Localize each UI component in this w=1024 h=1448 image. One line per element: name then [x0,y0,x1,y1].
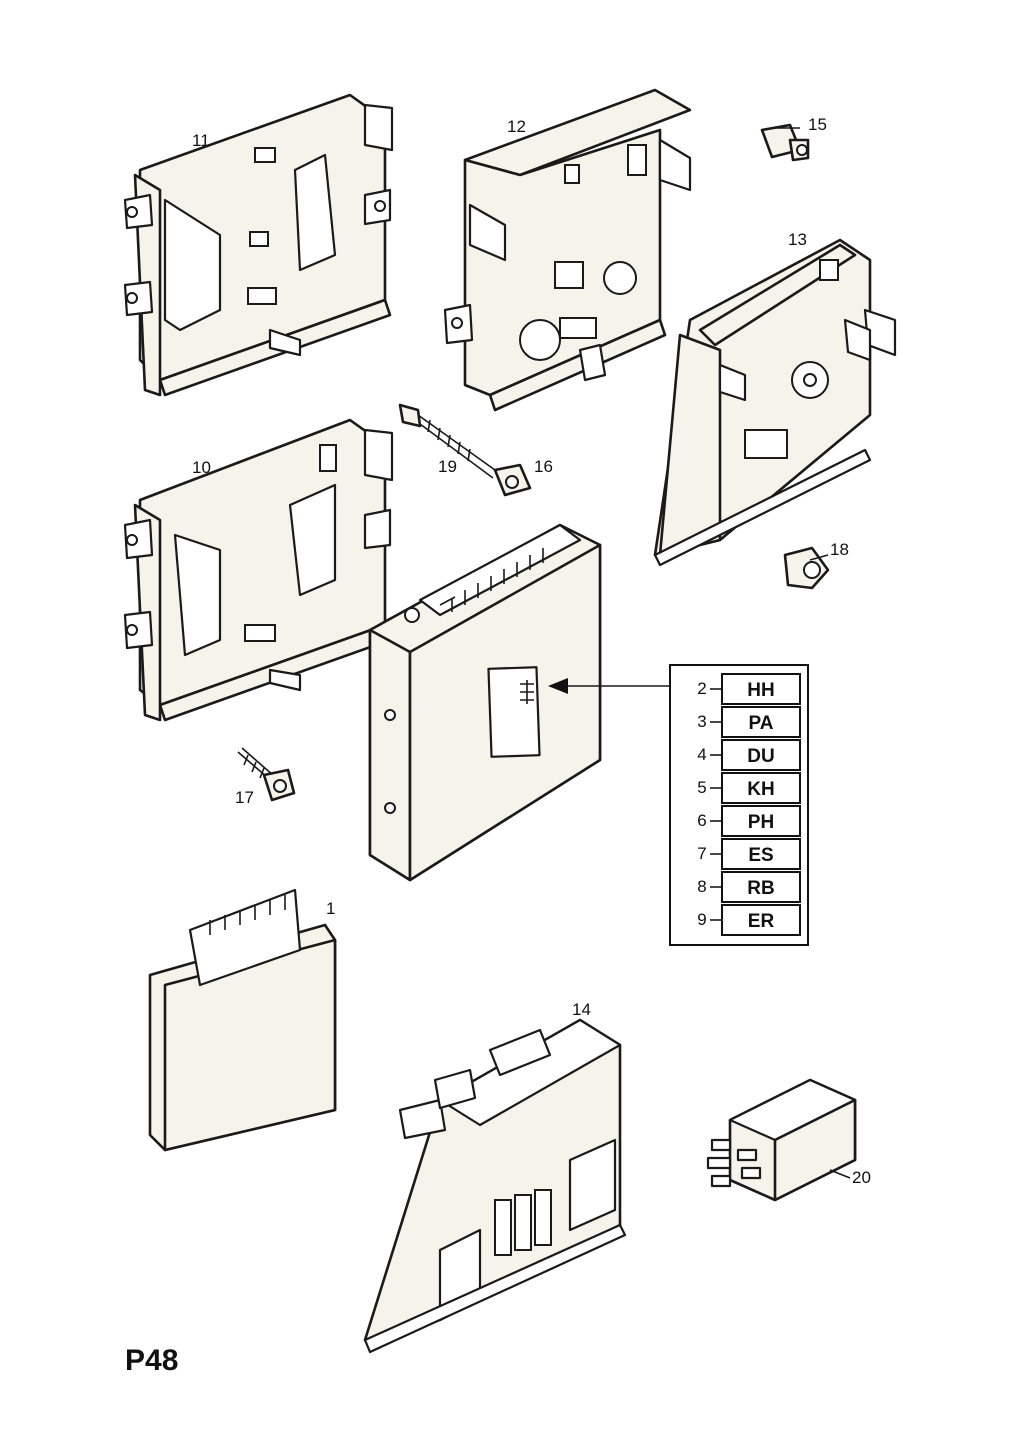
code-box [721,673,801,705]
code-box [721,904,801,936]
code-box [721,772,801,804]
screw-part-17 [237,747,296,802]
callout-14: 14 [572,1000,591,1019]
module-part-1 [148,888,337,1152]
code-box [721,838,801,870]
code-row: 4 DU [697,739,801,771]
callout-17: 17 [235,788,254,807]
code-row: 9 ER [697,904,801,936]
code-pin-number: 3 [697,712,706,731]
callout-19: 19 [438,457,457,476]
code-label: ES [748,845,773,866]
connector-code-legend: 2 HH 3 PA 4 DU 5 KH 6 PH 7 ES 8 RB 9 ER [548,664,809,946]
cover-part-13 [653,238,897,567]
code-box [721,805,801,837]
code-box [721,706,801,738]
bolt-part-19 [398,403,496,479]
callout-20: 20 [852,1168,871,1187]
code-label: KH [747,779,774,800]
code-row: 2 HH [697,673,801,705]
code-pin-number: 4 [697,745,706,764]
code-row: 5 KH [697,772,801,804]
code-label: PA [749,713,774,734]
code-label: RB [747,878,774,899]
leader-18 [809,554,829,561]
nut-part-16 [493,463,532,497]
control-unit-housing [368,523,602,882]
code-label: PH [748,812,774,833]
code-label: HH [747,680,774,701]
code-pin-number: 8 [697,877,706,896]
code-row: 8 RB [697,871,801,903]
legend-arrow-head [548,678,568,694]
bracket-part-11 [123,93,394,397]
code-row: 6 PH [697,805,801,837]
callout-12: 12 [507,117,526,136]
callout-10: 10 [192,458,211,477]
code-pin-number: 6 [697,811,706,830]
bracket-part-10 [123,418,394,722]
callout-13: 13 [788,230,807,249]
code-pin-number: 2 [697,679,706,698]
code-row: 3 PA [697,706,801,738]
code-pin-number: 5 [697,778,706,797]
callout-18: 18 [830,540,849,559]
leader-20 [829,1169,851,1179]
callout-11: 11 [192,131,210,150]
callout-16: 16 [534,457,553,476]
code-box [721,739,801,771]
nut-part-18 [783,546,830,590]
callout-15: 15 [808,115,827,134]
code-pin-number: 9 [697,910,706,929]
code-pin-number: 7 [697,844,706,863]
code-rows: 2 HH 3 PA 4 DU 5 KH 6 PH 7 ES 8 RB 9 ER [697,673,801,936]
page-identifier: P48 [125,1344,178,1377]
cap-part-15 [760,123,810,162]
housing-part-14 [363,1018,627,1354]
code-row: 7 ES [697,838,801,870]
relay-part-20 [706,1078,857,1202]
callout-1: 1 [326,899,335,918]
code-box [721,871,801,903]
code-label: DU [747,746,774,767]
code-label: ER [748,911,775,932]
bracket-part-12 [443,88,692,412]
